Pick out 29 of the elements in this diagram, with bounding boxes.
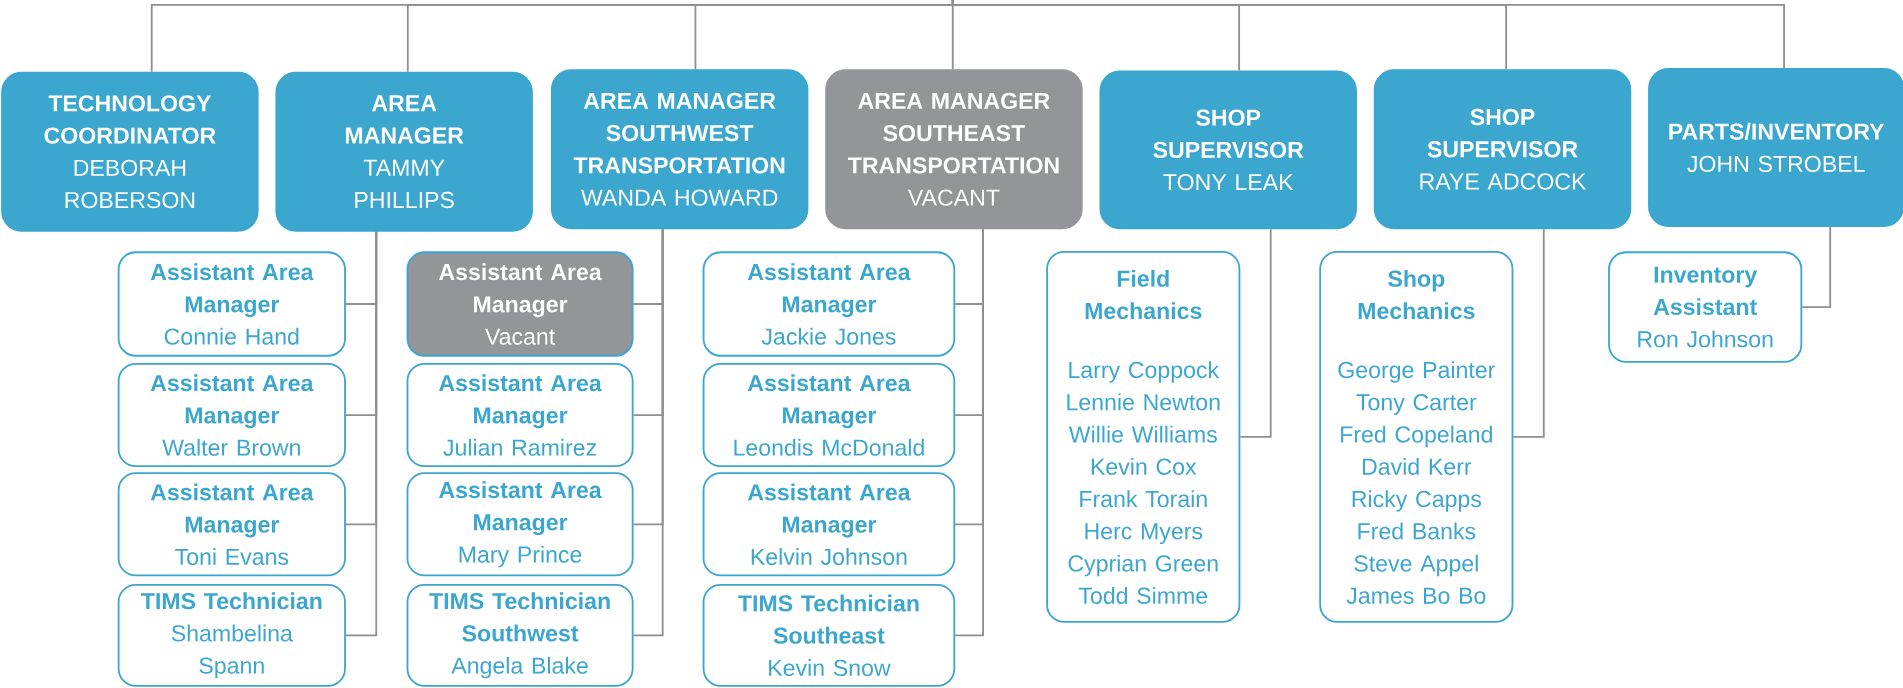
staff-box: TIMS Technician Southeast Kevin Snow [702, 583, 956, 687]
staff-box: Assistant Area Manager Julian Ramirez [406, 362, 634, 468]
staff-box: Assistant Area Manager Jackie Jones [702, 251, 956, 357]
staff-box: Assistant Area Manager Connie Hand [117, 251, 346, 357]
staff-box: Assistant Area Manager Toni Evans [117, 472, 346, 577]
staff-box: Assistant Area Manager Walter Brown [117, 362, 346, 468]
staff-box: Assistant Area Manager Mary Prince [406, 472, 634, 577]
position-box: AREA MANAGER SOUTHEAST TRANSPORTATION VACANT [825, 69, 1083, 230]
position-box: AREA MANAGER SOUTHWEST TRANSPORTATION WANDA HOWARD [550, 69, 809, 230]
connector-line [1801, 225, 1832, 308]
staff-box: Shop Mechanics George Painter Tony Carter Fred Copeland David Kerr Ricky Capps Fred Banks Steve Appel James Bo Bo [1319, 250, 1514, 623]
connector-line [1239, 228, 1272, 438]
staff-box: Field Mechanics Larry Coppock Lennie Newton Willie Williams Kevin Cox Frank Torain Herc Myers Cyprian Green Todd Simme [1046, 250, 1241, 623]
staff-box: Assistant Area Manager Vacant [406, 251, 634, 357]
staff-box: TIMS Technician Shambelina Spann [117, 583, 346, 687]
position-box: AREA MANAGER TAMMY PHILLIPS [275, 71, 533, 232]
position-box: SHOP SUPERVISOR TONY LEAK [1099, 70, 1357, 230]
connector-line [1512, 228, 1545, 438]
position-box: SHOP SUPERVISOR RAYE ADCOCK [1373, 69, 1632, 230]
staff-box: TIMS Technician Southwest Angela Blake [406, 583, 634, 687]
staff-box: Assistant Area Manager Kelvin Johnson [702, 472, 956, 577]
position-box: PARTS/INVENTORY JOHN STROBEL [1648, 67, 1903, 227]
staff-box: Assistant Area Manager Leondis McDonald [702, 362, 956, 468]
connector-line [345, 230, 378, 637]
staff-box: Inventory Assistant Ron Johnson [1608, 251, 1803, 363]
connector-line [632, 228, 664, 637]
connector-line [954, 228, 984, 637]
position-box: TECHNOLOGY COORDINATOR DEBORAH ROBERSON [1, 71, 259, 232]
connector-line [951, 0, 1785, 69]
